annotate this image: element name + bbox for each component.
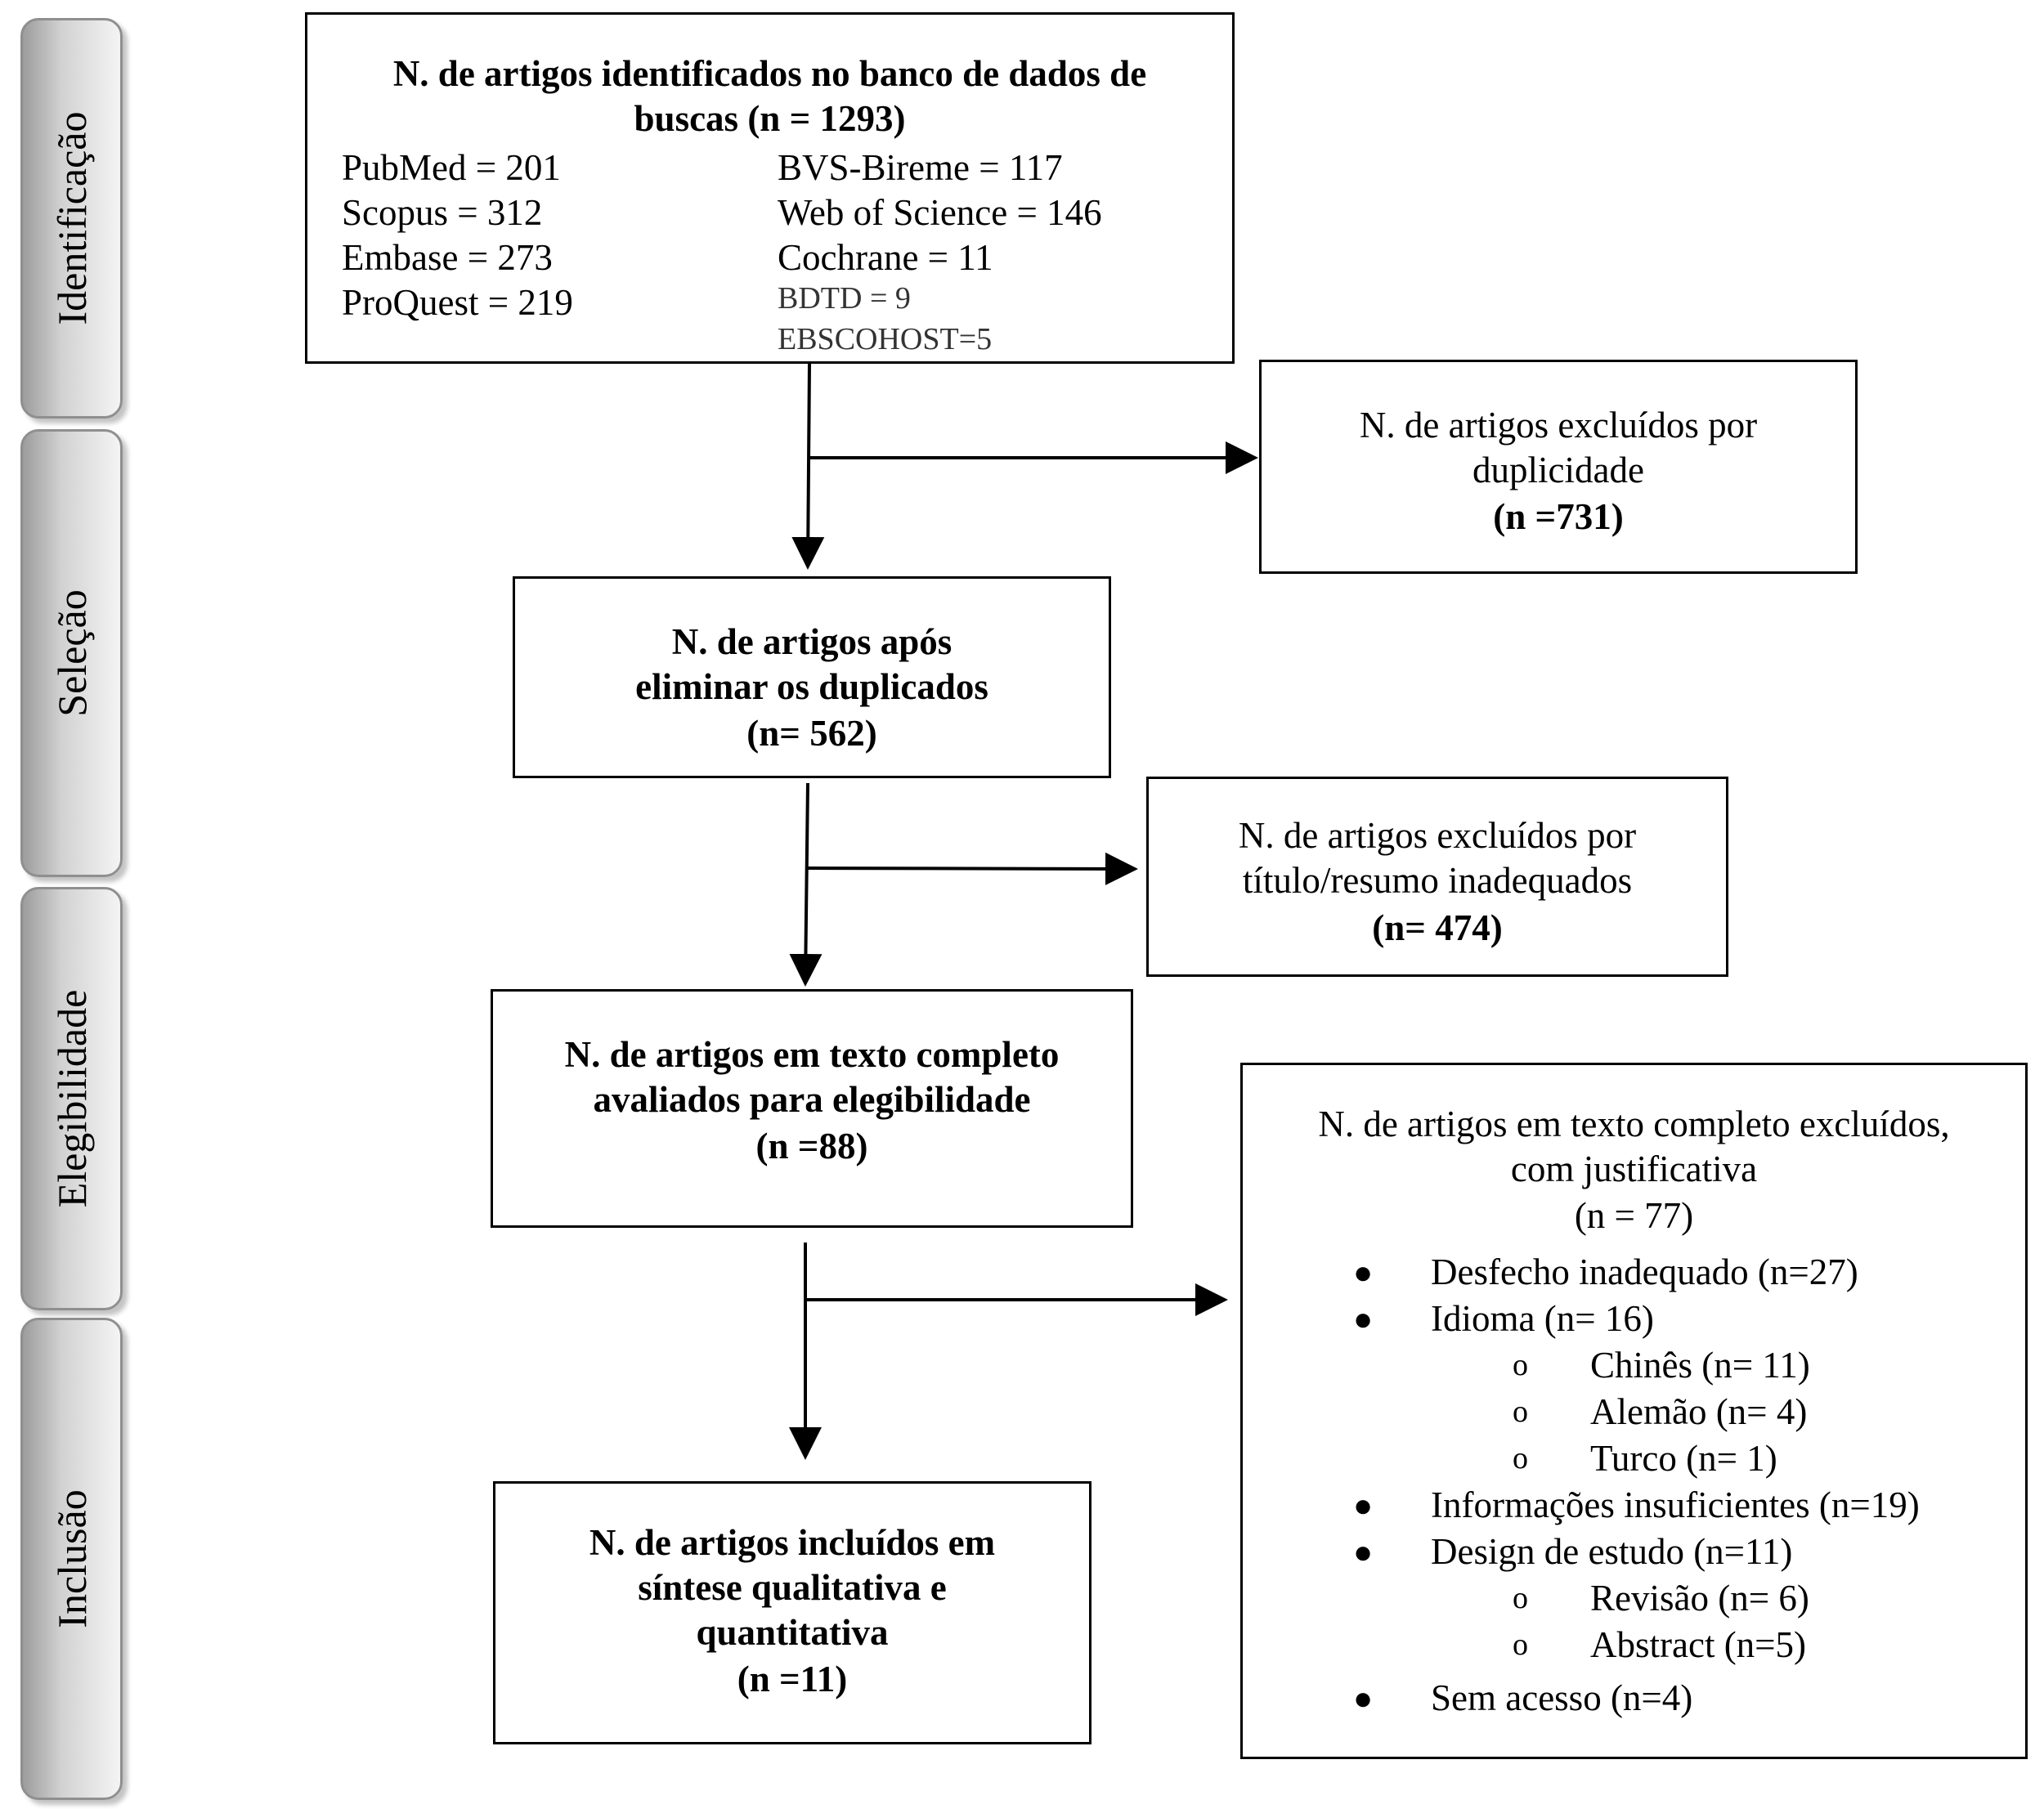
reason-item: ● Idioma (n= 16)	[1243, 1296, 2025, 1342]
duplicates-excluded-count: (n =731)	[1493, 496, 1624, 537]
identification-box: N. de artigos identificados no banco de …	[305, 12, 1235, 364]
reason-text: Chinês (n= 11)	[1590, 1345, 1810, 1386]
reason-text: Revisão (n= 6)	[1590, 1578, 1809, 1619]
reason-item: ● Sem acesso (n=4)	[1243, 1675, 2025, 1722]
after-duplicates-count: (n= 562)	[746, 713, 877, 754]
after-duplicates-line1: N. de artigos após	[671, 621, 953, 662]
source-bdtd: BDTD = 9	[778, 281, 911, 316]
stage-eligibility: Elegibilidade	[20, 887, 123, 1310]
source-scopus: Scopus = 312	[342, 192, 543, 233]
after-duplicates-box: N. de artigos após eliminar os duplicado…	[513, 576, 1111, 778]
stage-selection: Seleção	[20, 429, 123, 877]
sub-bullet-marker: o	[1513, 1395, 1528, 1429]
reason-subitem: o Abstract (n=5)	[1243, 1622, 2025, 1668]
source-ebscohost: EBSCOHOST=5	[778, 322, 993, 356]
fulltext-excluded-line1: N. de artigos em texto completo excluído…	[1318, 1104, 1950, 1144]
included-line2: síntese qualitativa e	[638, 1567, 947, 1608]
included-line1: N. de artigos incluídos em	[589, 1522, 996, 1563]
eligibility-line1: N. de artigos em texto completo	[564, 1034, 1060, 1075]
bullet-marker: ●	[1353, 1254, 1374, 1291]
reason-subitem: o Alemão (n= 4)	[1243, 1389, 2025, 1435]
reason-text: Desfecho inadequado (n=27)	[1431, 1252, 1858, 1292]
reason-text: Informações insuficientes (n=19)	[1431, 1484, 1920, 1525]
included-line3: quantitativa	[696, 1612, 889, 1653]
sub-bullet-marker: o	[1513, 1628, 1528, 1662]
reason-text: Alemão (n= 4)	[1590, 1391, 1808, 1432]
sub-bullet-marker: o	[1513, 1441, 1528, 1475]
sub-bullet-marker: o	[1513, 1581, 1528, 1615]
source-bvs: BVS-Bireme = 117	[778, 147, 1063, 188]
source-pubmed: PubMed = 201	[342, 147, 561, 188]
exclusion-reasons-list: ● Desfecho inadequado (n=27) ● Idioma (n…	[1243, 1249, 2025, 1722]
reason-text: Abstract (n=5)	[1590, 1624, 1807, 1665]
reason-item: ● Informações insuficientes (n=19)	[1243, 1482, 2025, 1529]
reason-text: Sem acesso (n=4)	[1431, 1677, 1693, 1718]
duplicates-excluded-line1: N. de artigos excluídos por	[1359, 405, 1758, 446]
source-embase: Embase = 273	[342, 237, 553, 278]
eligibility-count: (n =88)	[755, 1126, 868, 1166]
bullet-marker: ●	[1353, 1487, 1374, 1524]
included-box: N. de artigos incluídos em síntese quali…	[493, 1481, 1091, 1744]
sub-bullet-marker: o	[1513, 1348, 1528, 1382]
reason-item: ● Design de estudo (n=11)	[1243, 1529, 2025, 1575]
duplicates-excluded-line2: duplicidade	[1472, 450, 1644, 490]
reason-subitem: o Turco (n= 1)	[1243, 1435, 2025, 1482]
title-excluded-line1: N. de artigos excluídos por	[1238, 815, 1637, 856]
stage-identification: Identificação	[20, 18, 123, 419]
included-count: (n =11)	[737, 1659, 848, 1699]
reason-text: Turco (n= 1)	[1590, 1438, 1777, 1479]
identification-title-line1: N. de artigos identificados no banco de …	[392, 53, 1147, 94]
source-proquest: ProQuest = 219	[342, 282, 573, 323]
sources-right: BVS-Bireme = 117 Web of Science = 146 Co…	[778, 146, 1102, 280]
duplicates-excluded-box: N. de artigos excluídos por duplicidade …	[1259, 360, 1858, 574]
identification-title-line2: buscas (n = 1293)	[634, 98, 906, 139]
stage-inclusion: Inclusão	[20, 1318, 123, 1800]
fulltext-excluded-box: N. de artigos em texto completo excluído…	[1240, 1063, 2028, 1759]
eligibility-box: N. de artigos em texto completo avaliado…	[491, 989, 1133, 1228]
arrow-identification-to-selection	[791, 363, 825, 570]
reason-subitem: o Chinês (n= 11)	[1243, 1342, 2025, 1389]
title-excluded-count: (n= 474)	[1372, 907, 1503, 948]
after-duplicates-line2: eliminar os duplicados	[635, 666, 988, 707]
bullet-marker: ●	[1353, 1301, 1374, 1337]
arrow-to-title-excluded	[807, 852, 1138, 885]
source-wos: Web of Science = 146	[778, 192, 1102, 233]
eligibility-line2: avaliados para elegibilidade	[593, 1079, 1031, 1120]
fulltext-excluded-line2: com justificativa	[1510, 1149, 1758, 1189]
reason-text: Design de estudo (n=11)	[1431, 1531, 1793, 1572]
sources-right-small: BDTD = 9 EBSCOHOST=5	[778, 278, 992, 360]
bullet-marker: ●	[1353, 1680, 1374, 1717]
fulltext-excluded-count: (n = 77)	[1574, 1195, 1694, 1236]
bullet-marker: ●	[1353, 1534, 1374, 1570]
title-excluded-box: N. de artigos excluídos por título/resum…	[1146, 777, 1728, 977]
sources-left: PubMed = 201 Scopus = 312 Embase = 273 P…	[342, 146, 573, 325]
title-excluded-line2: título/resumo inadequados	[1242, 860, 1633, 901]
source-cochrane: Cochrane = 11	[778, 237, 993, 278]
reason-subitem: o Revisão (n= 6)	[1243, 1575, 2025, 1622]
reason-item: ● Desfecho inadequado (n=27)	[1243, 1249, 2025, 1296]
arrow-selection-to-eligibility	[789, 782, 823, 987]
reason-text: Idioma (n= 16)	[1431, 1298, 1654, 1339]
